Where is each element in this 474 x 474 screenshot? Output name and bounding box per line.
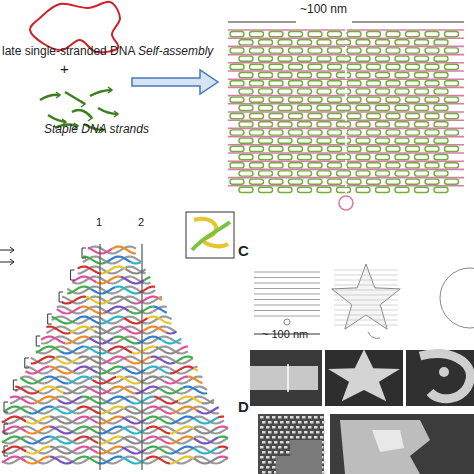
dimension-line — [352, 22, 464, 23]
staple-end — [114, 111, 118, 117]
dimension-line — [228, 22, 296, 23]
staple-label: Staple DNA strands — [44, 123, 149, 136]
crossover-ribbon — [192, 222, 230, 250]
scaffold-label: late single-stranded DNA — [2, 45, 135, 58]
dimension-label: ~100 nm — [300, 3, 347, 16]
plus-sign: + — [60, 61, 69, 78]
staple-end — [81, 101, 85, 107]
panel-letter: D — [238, 399, 249, 416]
shape-designs — [254, 264, 474, 338]
afm-pattern-images — [258, 414, 474, 474]
pointer-arrow — [0, 247, 14, 253]
staple-strand — [48, 115, 66, 122]
process-arrow — [132, 70, 218, 94]
process-label: Self-assembly — [138, 45, 213, 58]
afm-images — [250, 349, 474, 406]
origami-rectangle — [228, 28, 464, 210]
staple-strand — [72, 110, 92, 118]
inset-box — [186, 212, 234, 258]
dimension-label: ~ 100 nm — [262, 328, 308, 340]
helix-number: 1 — [96, 216, 102, 228]
helix-model — [2, 244, 228, 470]
staple-end — [88, 115, 92, 121]
panel-letter: C — [238, 243, 249, 260]
pointer-arrow — [0, 259, 14, 265]
staple-end — [56, 92, 60, 98]
staple-end — [108, 87, 112, 93]
helix-number: 2 — [138, 216, 144, 228]
